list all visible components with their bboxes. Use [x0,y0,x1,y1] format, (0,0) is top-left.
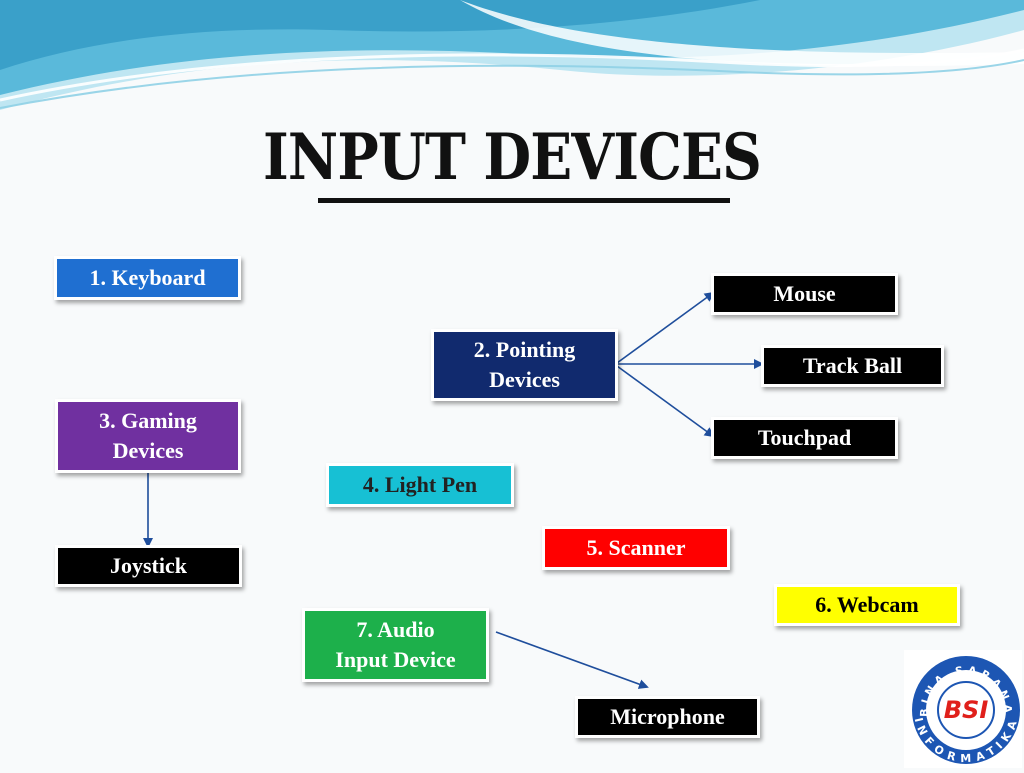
node-microphone: Microphone [575,696,760,738]
title-underline [318,198,730,203]
node-light-pen: 4. Light Pen [326,463,514,507]
node-audio-input-device-label: 7. Audio Input Device [335,617,456,672]
bsi-logo: BINA SARANA INFORMATIKA BSI [904,650,1022,768]
node-webcam-label: 6. Webcam [815,592,919,617]
node-audio-input-device: 7. Audio Input Device [302,608,489,682]
logo-mark-text: BSI [944,696,989,724]
node-keyboard-label: 1. Keyboard [89,265,206,290]
node-track-ball: Track Ball [761,345,944,387]
node-joystick-label: Joystick [110,553,187,578]
node-pointing-devices-label: 2. Pointing Devices [473,337,576,392]
node-light-pen-label: 4. Light Pen [362,472,478,497]
node-gaming-devices-label: 3. Gaming Devices [99,408,197,463]
bsi-logo-emblem: BINA SARANA INFORMATIKA BSI [912,656,1020,765]
node-track-ball-label: Track Ball [802,353,903,378]
node-mouse-label: Mouse [773,281,836,306]
arrow-pointing-to-mouse [616,291,715,364]
node-mouse: Mouse [711,273,898,315]
arrow-pointing-to-touchpad [616,365,715,438]
node-touchpad: Touchpad [711,417,898,459]
node-keyboard: 1. Keyboard [54,256,241,300]
header-wave-decoration [0,0,1024,110]
node-touchpad-label: Touchpad [757,425,852,450]
node-webcam: 6. Webcam [774,584,960,626]
arrow-audio-to-microphone [495,631,649,689]
node-microphone-label: Microphone [610,704,725,729]
node-scanner-label: 5. Scanner [586,535,686,560]
node-joystick: Joystick [55,545,242,587]
node-pointing-devices: 2. Pointing Devices [431,329,618,401]
node-scanner: 5. Scanner [542,526,730,570]
node-gaming-devices: 3. Gaming Devices [55,399,241,473]
slide-title: INPUT DEVICES [262,120,762,195]
